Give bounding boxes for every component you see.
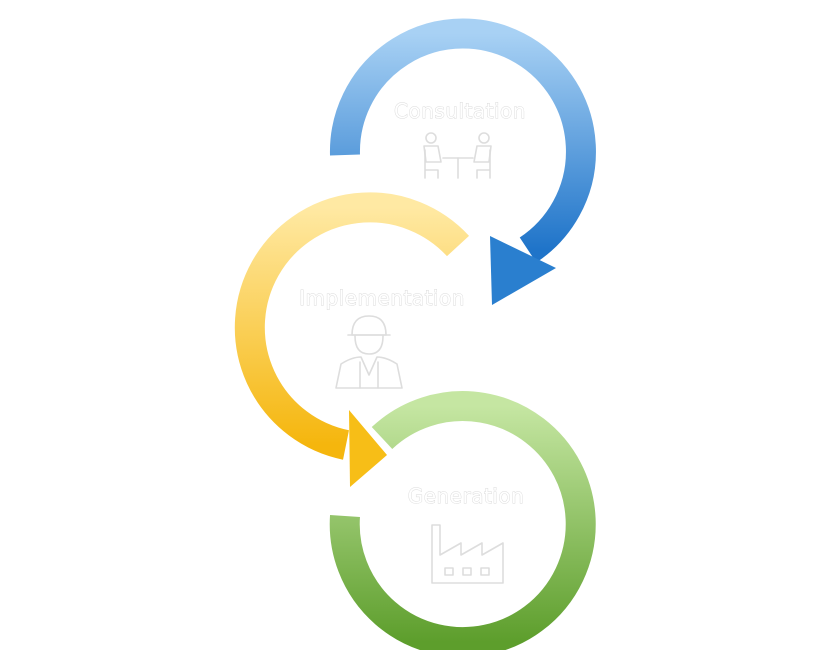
meeting-table-icon — [423, 132, 492, 179]
consultation-ring — [329, 18, 596, 305]
consultation-arc — [329, 18, 596, 263]
step-label-consultation: Consultation — [394, 99, 526, 123]
step-label-implementation: Implementation — [299, 286, 465, 310]
generation-ring — [329, 391, 596, 655]
generation-arc — [329, 391, 596, 655]
construction-worker-icon — [335, 315, 403, 389]
implementation-arrowhead — [349, 410, 387, 487]
step-label-generation: Generation — [408, 484, 525, 508]
consultation-arrowhead — [490, 236, 556, 305]
implementation-arc — [234, 192, 470, 460]
implementation-ring — [234, 192, 470, 487]
factory-icon — [431, 524, 504, 584]
